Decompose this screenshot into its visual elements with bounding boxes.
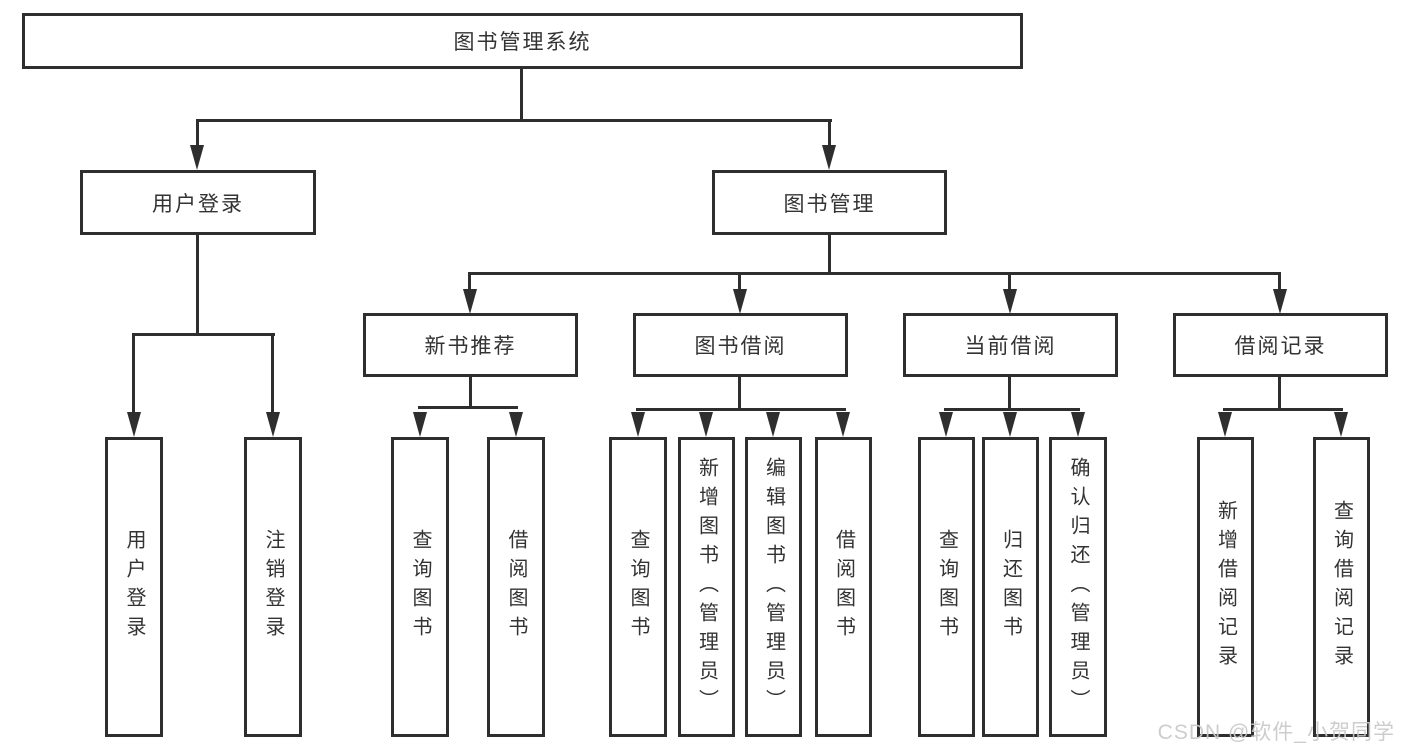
leaf-add-borrow-record-label: 新增借阅记录 bbox=[1214, 500, 1237, 674]
connector-user-login-stem bbox=[196, 235, 199, 335]
node-book-mgmt: 图书管理 bbox=[712, 170, 947, 235]
connector-new-book-stem bbox=[469, 377, 472, 409]
node-book-mgmt-label: 图书管理 bbox=[783, 192, 876, 216]
leaf-query-book-recommend: 查询图书 bbox=[391, 437, 449, 737]
leaf-borrow-book-recommend-label: 借阅图书 bbox=[505, 529, 527, 645]
arrowhead-leaf-add-book bbox=[699, 412, 713, 437]
connector-root-stem bbox=[520, 67, 523, 122]
leaf-query-book-borrowing-label: 查询图书 bbox=[627, 529, 649, 645]
connector-drop-new-book bbox=[468, 272, 471, 292]
connector-drop-records bbox=[1278, 272, 1281, 292]
leaf-query-book-current: 查询图书 bbox=[918, 437, 975, 737]
arrowhead-new-book bbox=[463, 289, 477, 314]
connector-records-rail bbox=[1223, 408, 1343, 411]
arrowhead-current bbox=[1003, 289, 1017, 314]
arrowhead-leaf-edit-book bbox=[766, 412, 780, 437]
arrowhead-borrowing bbox=[733, 289, 747, 314]
connector-drop-book-mgmt bbox=[828, 119, 831, 149]
arrowhead-leaf-query-1 bbox=[413, 412, 427, 437]
node-borrowing-records: 借阅记录 bbox=[1173, 313, 1388, 377]
node-current-borrowing: 当前借阅 bbox=[903, 313, 1118, 377]
connector-drop-borrowing bbox=[738, 272, 741, 292]
leaf-edit-book-admin: 编辑图书（管理员） bbox=[745, 437, 802, 737]
arrowhead-leaf-query-2 bbox=[631, 412, 645, 437]
leaf-borrow-book-borrowing: 借阅图书 bbox=[815, 437, 872, 737]
arrowhead-leaf-logout bbox=[266, 412, 280, 437]
node-book-borrowing: 图书借阅 bbox=[633, 313, 848, 377]
leaf-add-book-admin: 新增图书（管理员） bbox=[678, 437, 735, 737]
leaf-logout-label: 注销登录 bbox=[262, 529, 284, 645]
leaf-return-book: 归还图书 bbox=[982, 437, 1039, 737]
arrowhead-leaf-add-record bbox=[1218, 412, 1232, 437]
node-user-login-label: 用户登录 bbox=[152, 192, 244, 216]
leaf-add-book-admin-label: 新增图书（管理员） bbox=[695, 456, 718, 718]
node-book-borrowing-label: 图书借阅 bbox=[694, 335, 787, 358]
leaf-borrow-book-borrowing-label: 借阅图书 bbox=[832, 529, 855, 645]
leaf-user-login: 用户登录 bbox=[105, 437, 163, 737]
connector-drop-leaf-login bbox=[132, 333, 135, 415]
node-borrowing-records-label: 借阅记录 bbox=[1234, 335, 1327, 358]
node-user-login: 用户登录 bbox=[80, 170, 316, 235]
arrowhead-leaf-confirm-return bbox=[1071, 412, 1085, 437]
connector-borrowing-stem bbox=[738, 377, 741, 411]
connector-new-book-rail bbox=[418, 406, 518, 409]
node-new-book-rec: 新书推荐 bbox=[363, 313, 578, 377]
arrowhead-leaf-query-3 bbox=[939, 412, 953, 437]
arrowhead-leaf-query-record bbox=[1334, 412, 1348, 437]
leaf-query-borrow-record: 查询借阅记录 bbox=[1313, 437, 1370, 737]
leaf-confirm-return-admin: 确认归还（管理员） bbox=[1049, 437, 1107, 737]
connector-drop-leaf-logout bbox=[271, 333, 274, 415]
connector-drop-current bbox=[1008, 272, 1011, 292]
node-current-borrowing-label: 当前借阅 bbox=[964, 335, 1057, 358]
connector-level3-rail bbox=[468, 272, 1281, 275]
connector-records-stem bbox=[1278, 377, 1281, 411]
watermark: CSDN @软件_小贺同学 bbox=[1157, 721, 1395, 744]
leaf-query-borrow-record-label: 查询借阅记录 bbox=[1330, 500, 1353, 674]
arrowhead-leaf-borrow-1 bbox=[509, 412, 523, 437]
leaf-query-book-borrowing: 查询图书 bbox=[609, 437, 667, 737]
node-root-label: 图书管理系统 bbox=[453, 31, 592, 54]
arrowhead-leaf-borrow-2 bbox=[836, 412, 850, 437]
leaf-query-book-recommend-label: 查询图书 bbox=[409, 529, 431, 645]
arrowhead-user-login bbox=[190, 145, 204, 170]
leaf-edit-book-admin-label: 编辑图书（管理员） bbox=[762, 456, 785, 718]
arrowhead-records bbox=[1273, 289, 1287, 314]
node-root: 图书管理系统 bbox=[22, 13, 1023, 69]
connector-borrowing-rail bbox=[636, 408, 846, 411]
leaf-return-book-label: 归还图书 bbox=[999, 529, 1022, 645]
leaf-query-book-current-label: 查询图书 bbox=[935, 529, 958, 645]
leaf-add-borrow-record: 新增借阅记录 bbox=[1197, 437, 1254, 737]
connector-user-login-rail bbox=[132, 333, 275, 336]
leaf-confirm-return-admin-label: 确认归还（管理员） bbox=[1067, 456, 1089, 718]
connector-current-stem bbox=[1008, 377, 1011, 411]
arrowhead-leaf-login bbox=[127, 412, 141, 437]
leaf-logout: 注销登录 bbox=[244, 437, 302, 737]
leaf-user-login-label: 用户登录 bbox=[123, 529, 145, 645]
connector-current-rail bbox=[944, 408, 1080, 411]
node-new-book-rec-label: 新书推荐 bbox=[424, 335, 517, 358]
arrowhead-book-mgmt bbox=[822, 145, 836, 170]
connector-level2-rail bbox=[196, 119, 832, 122]
connector-book-mgmt-stem bbox=[828, 235, 831, 275]
arrowhead-leaf-return bbox=[1003, 412, 1017, 437]
connector-drop-user-login bbox=[196, 119, 199, 149]
leaf-borrow-book-recommend: 借阅图书 bbox=[487, 437, 545, 737]
